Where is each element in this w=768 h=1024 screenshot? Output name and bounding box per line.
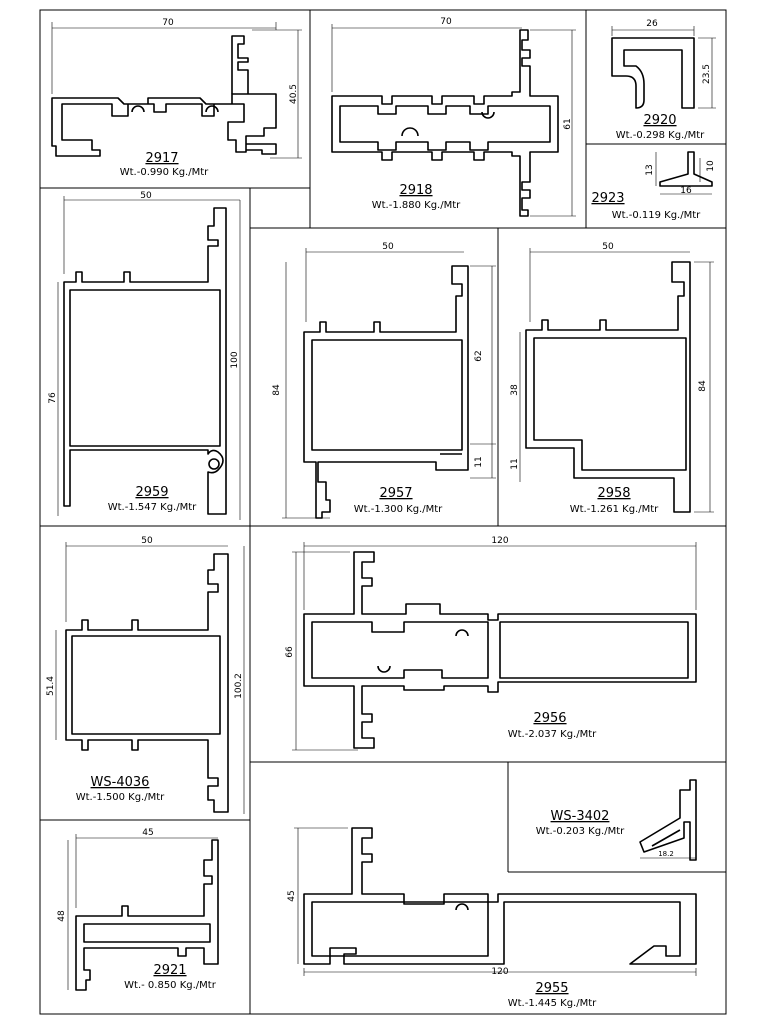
profile-2956-dimensions: 120 66 bbox=[285, 536, 697, 751]
profile-2923: 13 10 16 2923 Wt.-0.119 Kg./Mtr bbox=[591, 151, 716, 221]
profile-2955-code: 2955 bbox=[535, 981, 568, 996]
profile-2955-weight: Wt.-1.445 Kg./Mtr bbox=[508, 998, 597, 1009]
profile-2918-drawing bbox=[331, 29, 559, 217]
profile-ws4036-code: WS-4036 bbox=[91, 775, 150, 790]
profile-2921-drawing bbox=[75, 839, 219, 991]
profile-2958-drawing bbox=[525, 261, 691, 513]
profile-2957-dim-inner: 62 bbox=[474, 350, 484, 361]
profile-ws4036-dimensions: 50 51.4 100.2 bbox=[46, 536, 245, 814]
profile-2959-drawing bbox=[63, 207, 227, 515]
profile-2959-dim-height: 100 bbox=[230, 351, 240, 368]
profile-2958-weight: Wt.-1.261 Kg./Mtr bbox=[570, 504, 659, 515]
profile-ws4036-dim-depth: 51.4 bbox=[46, 676, 56, 696]
profile-2918-code: 2918 bbox=[399, 183, 432, 198]
profile-2955-dim-height: 45 bbox=[287, 890, 297, 901]
profile-2923-drawing bbox=[659, 151, 713, 187]
profile-2920-dimensions: 26 23.5 bbox=[611, 19, 716, 109]
profile-2956-dim-width: 120 bbox=[491, 536, 508, 546]
profile-2956: 120 66 2956 Wt.-2.037 Kg./Mtr bbox=[285, 536, 697, 751]
grid-frame bbox=[39, 9, 727, 1015]
profile-2959-code: 2959 bbox=[135, 485, 168, 500]
profile-ws3402-weight: Wt.-0.203 Kg./Mtr bbox=[536, 826, 625, 837]
profile-2917-dim-width: 70 bbox=[162, 18, 174, 28]
profile-2917-dimensions: 70 40.5 bbox=[51, 18, 302, 159]
profile-2959-dimensions: 50 76 100 bbox=[48, 191, 241, 520]
profile-ws4036-dim-height: 100.2 bbox=[234, 673, 244, 699]
profile-2923-dim-height: 13 bbox=[645, 164, 655, 175]
profile-2959-dim-depth: 76 bbox=[48, 392, 58, 404]
profile-2958-dim-lip: 11 bbox=[510, 458, 520, 469]
profile-ws4036-drawing bbox=[65, 553, 229, 813]
profile-ws3402-dim-width: 18.2 bbox=[658, 850, 674, 858]
profile-2956-dim-height: 66 bbox=[285, 646, 295, 658]
profile-2958-dim-width: 50 bbox=[602, 242, 614, 252]
profile-2920-dim-width: 26 bbox=[646, 19, 658, 29]
profile-2920-weight: Wt.-0.298 Kg./Mtr bbox=[616, 130, 705, 141]
profile-ws3402-drawing bbox=[639, 779, 697, 861]
profile-2917: 70 40.5 2917 Wt.-0.990 Kg./Mtr bbox=[51, 18, 302, 178]
profile-2955-dim-width: 120 bbox=[491, 967, 508, 977]
profile-2918-dim-height: 61 bbox=[563, 118, 573, 129]
profile-2957-drawing bbox=[303, 265, 469, 519]
profile-2918-weight: Wt.-1.880 Kg./Mtr bbox=[372, 200, 461, 211]
profile-2959: 50 76 100 2959 Wt.-1.547 Kg./Mtr bbox=[48, 191, 241, 520]
profile-2959-dim-width: 50 bbox=[140, 191, 152, 201]
profile-2917-drawing bbox=[51, 35, 277, 157]
profile-2920: 26 23.5 2920 Wt.-0.298 Kg./Mtr bbox=[611, 19, 716, 141]
profile-2958-dimensions: 50 38 11 84 bbox=[510, 242, 714, 513]
profile-2918-dimensions: 70 61 bbox=[331, 17, 576, 217]
profile-2917-dim-height: 40.5 bbox=[289, 84, 299, 104]
profile-2921-dimensions: 45 48 bbox=[57, 828, 218, 990]
profile-2921-weight: Wt.- 0.850 Kg./Mtr bbox=[124, 980, 217, 991]
profile-ws3402-code: WS-3402 bbox=[551, 809, 610, 824]
profile-2956-weight: Wt.-2.037 Kg./Mtr bbox=[508, 729, 597, 740]
profile-2957-dimensions: 50 84 62 11 bbox=[272, 242, 496, 519]
profile-2920-drawing bbox=[611, 37, 695, 109]
profile-2955-dimensions: 45 120 bbox=[287, 827, 697, 977]
profile-2959-weight: Wt.-1.547 Kg./Mtr bbox=[108, 502, 197, 513]
profile-2923-weight: Wt.-0.119 Kg./Mtr bbox=[612, 210, 701, 221]
profile-2921-dim-height: 48 bbox=[57, 910, 67, 922]
profile-2920-dim-height: 23.5 bbox=[702, 64, 712, 84]
profile-2957-code: 2957 bbox=[379, 486, 412, 501]
profile-2957-dim-height: 84 bbox=[272, 384, 282, 396]
profile-ws4036-dim-width: 50 bbox=[141, 536, 153, 546]
profile-2921: 45 48 2921 Wt.- 0.850 Kg./Mtr bbox=[57, 828, 219, 991]
profile-2957-dim-width: 50 bbox=[382, 242, 394, 252]
profile-2958-dim-depth: 38 bbox=[510, 384, 520, 396]
profile-2955-drawing bbox=[303, 827, 697, 965]
profile-2918-dim-width: 70 bbox=[440, 17, 452, 27]
profile-ws3402-dimensions: 18.2 bbox=[640, 850, 696, 859]
profile-2923-code: 2923 bbox=[591, 191, 624, 206]
profile-2918: 70 61 2918 Wt.-1.880 Kg./Mtr bbox=[331, 17, 576, 217]
profile-2920-code: 2920 bbox=[643, 113, 676, 128]
profile-2923-dim-leg: 10 bbox=[706, 160, 716, 172]
profile-2923-dim-width: 16 bbox=[680, 186, 692, 196]
profile-ws4036: 50 51.4 100.2 WS-4036 Wt.-1.500 Kg./Mtr bbox=[46, 536, 245, 814]
profile-2921-dim-width: 45 bbox=[142, 828, 153, 838]
profile-2921-code: 2921 bbox=[153, 963, 186, 978]
profile-ws3402: 18.2 WS-3402 Wt.-0.203 Kg./Mtr bbox=[536, 779, 697, 861]
profile-2923-dimensions: 13 10 16 bbox=[645, 152, 716, 196]
profile-2917-code: 2917 bbox=[145, 151, 178, 166]
profile-2958-code: 2958 bbox=[597, 486, 630, 501]
profile-2957-weight: Wt.-1.300 Kg./Mtr bbox=[354, 504, 443, 515]
profile-2955: 45 120 2955 Wt.-1.445 Kg./Mtr bbox=[287, 827, 697, 1009]
profile-2956-drawing bbox=[303, 551, 697, 749]
profile-2958: 50 38 11 84 2958 Wt.-1.261 Kg./Mtr bbox=[510, 242, 714, 515]
profile-2917-weight: Wt.-0.990 Kg./Mtr bbox=[120, 167, 209, 178]
profile-2958-dim-height: 84 bbox=[698, 380, 708, 392]
profile-2957: 50 84 62 11 2957 Wt.-1.300 Kg./Mtr bbox=[272, 242, 496, 519]
profile-2956-code: 2956 bbox=[533, 711, 566, 726]
profile-2957-dim-lip: 11 bbox=[474, 456, 484, 467]
profile-ws4036-weight: Wt.-1.500 Kg./Mtr bbox=[76, 792, 165, 803]
